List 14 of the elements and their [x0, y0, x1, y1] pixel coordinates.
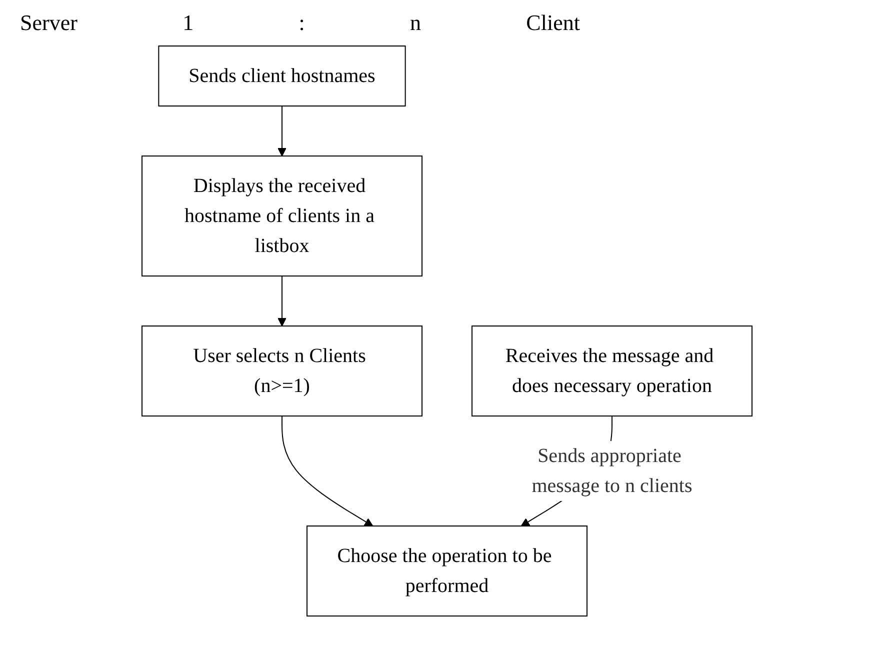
node-box: Displays the received hostname of clients in a listbox	[142, 156, 422, 276]
header-label: :	[298, 10, 305, 36]
node-box: Receives the message and does necessary operation	[472, 326, 752, 416]
node-box: Choose the operation to be performed	[306, 526, 588, 616]
header-label: 1	[182, 10, 194, 36]
header-label: Server	[20, 10, 78, 36]
arrow	[278, 106, 286, 156]
node-box: Sends client hostnames	[158, 46, 406, 106]
arrow	[278, 276, 286, 326]
node-box: User selects n Clients (n>=1)	[142, 326, 422, 416]
arrow	[282, 416, 374, 526]
header-label: Client	[526, 10, 580, 36]
edge-label: Sends appropriate message to n clients	[532, 445, 692, 497]
header-label: n	[410, 10, 422, 36]
